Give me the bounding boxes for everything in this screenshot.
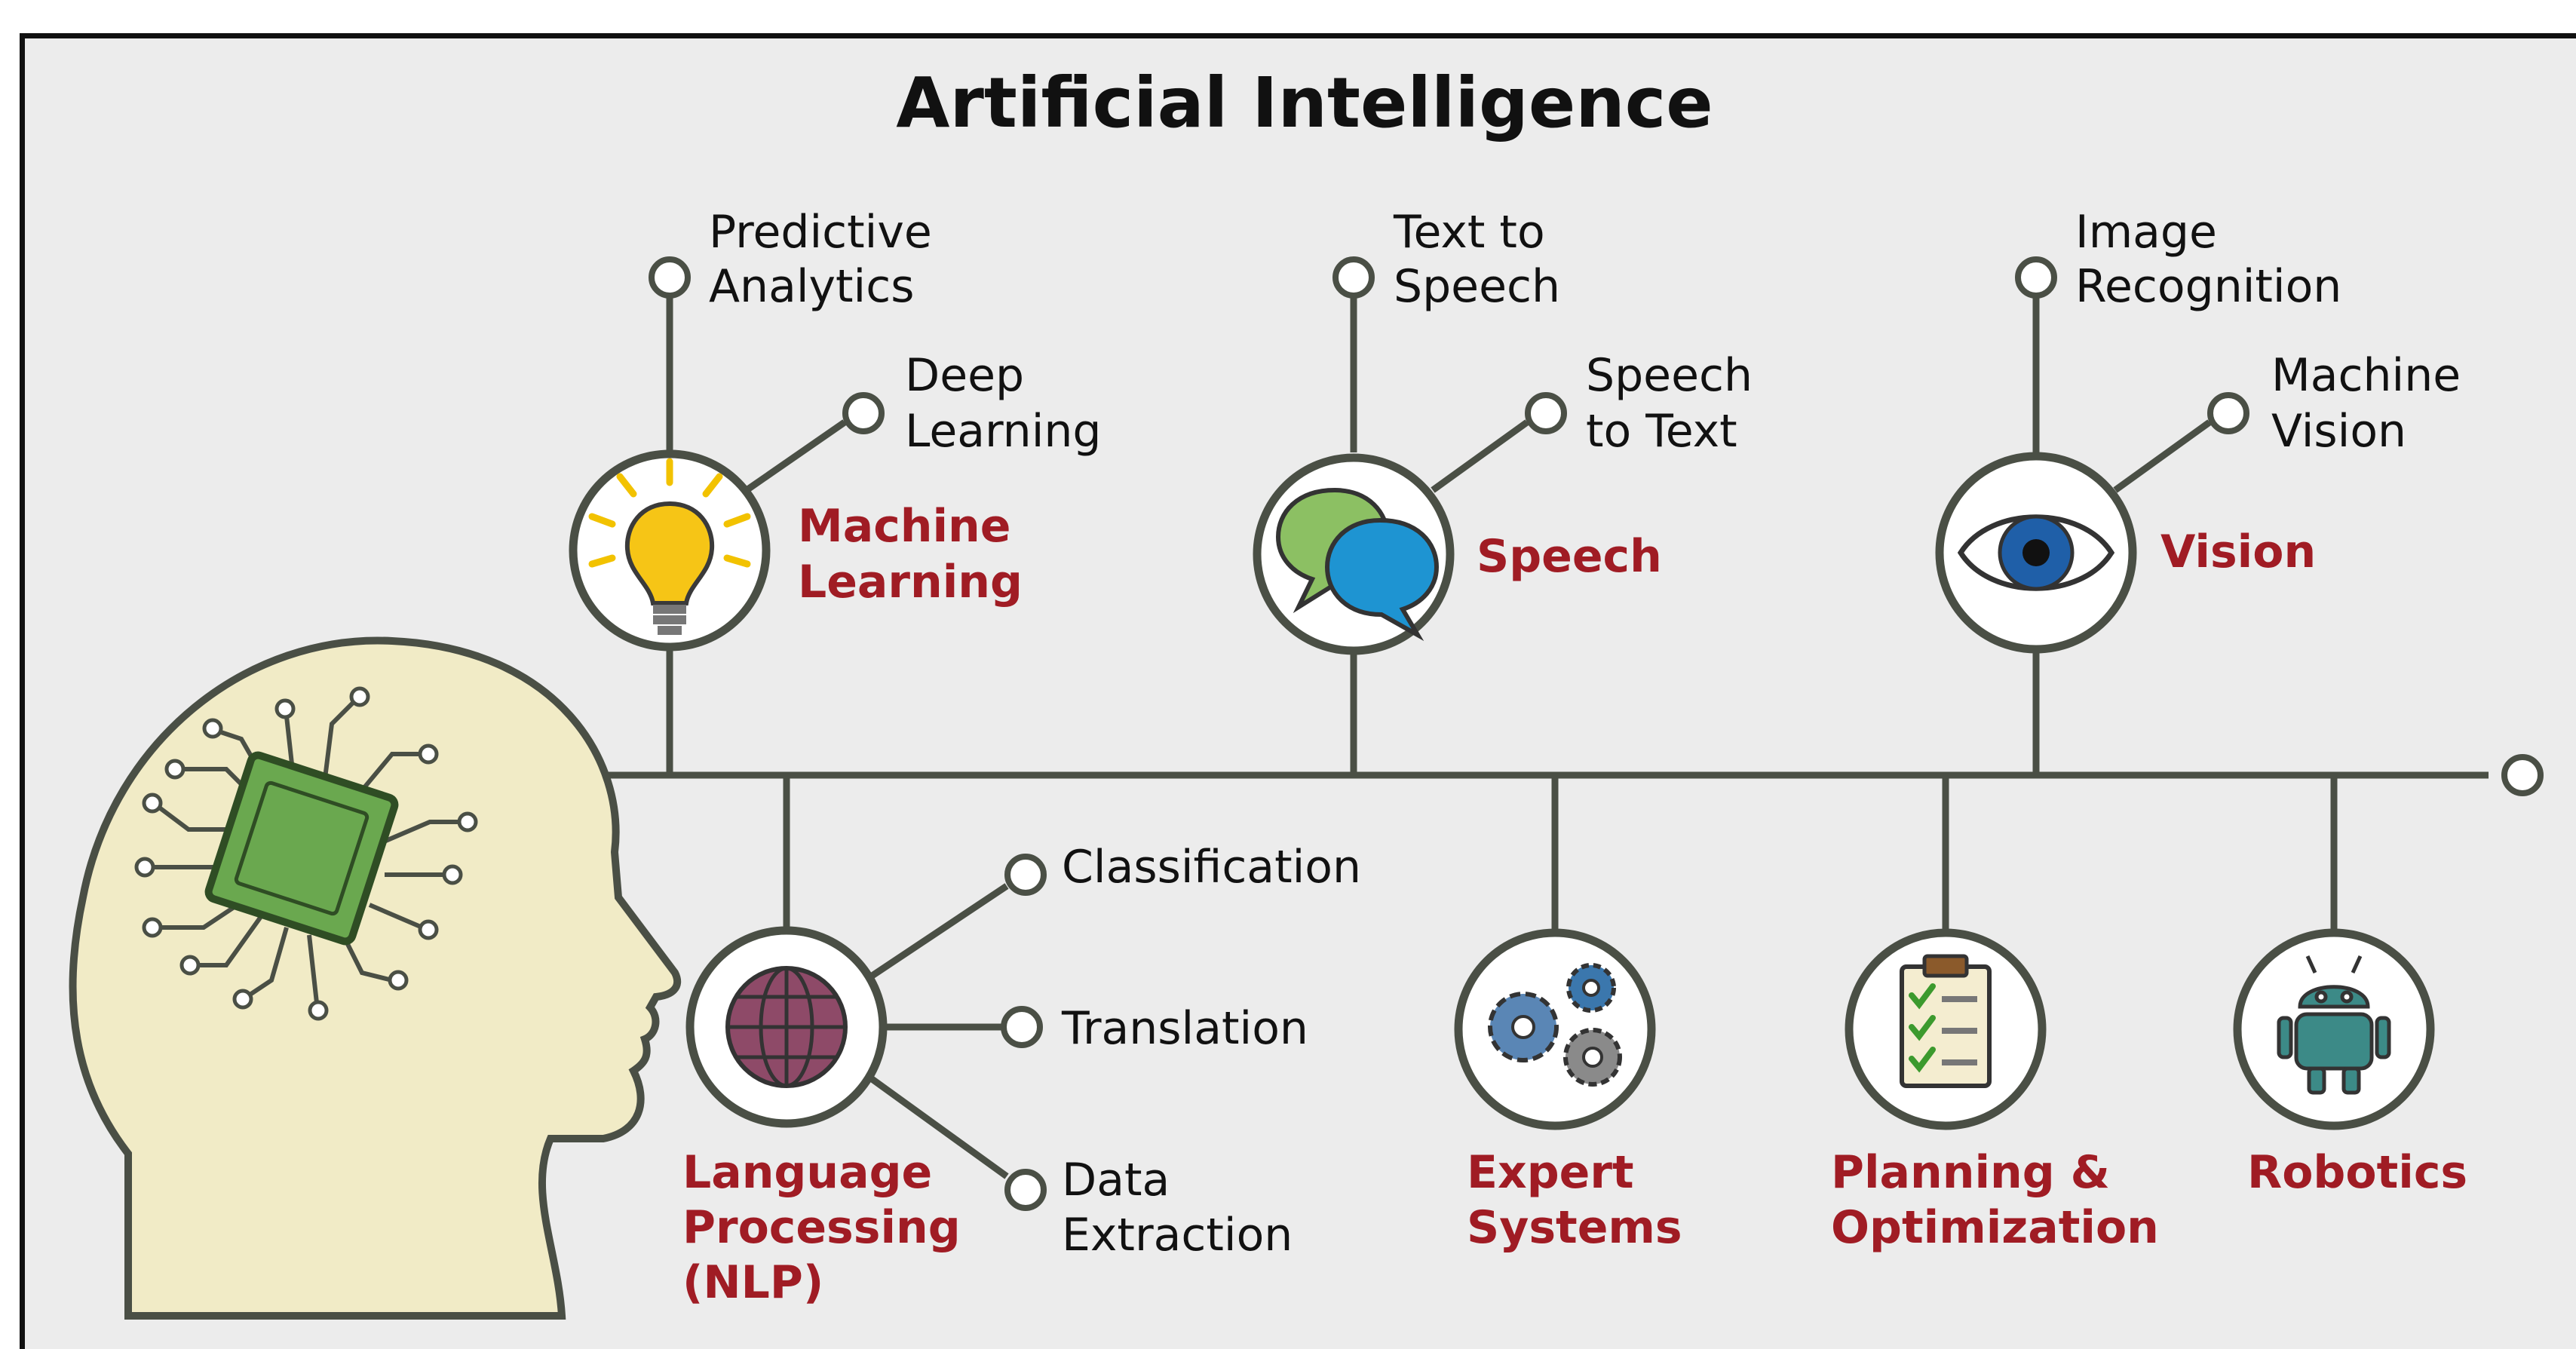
clipboard-checklist-icon [1900, 954, 1992, 1088]
leaf-text-to-speech-line-2: Speech [1394, 260, 1560, 313]
category-nlp: Language Processing (NLP) Classification… [682, 775, 1361, 1309]
leaf-predictive-analytics-line-1: Predictive [709, 206, 932, 259]
leaf-text-to-speech-line-1: Text to [1393, 206, 1545, 259]
leaf-node [1004, 1169, 1047, 1211]
leaf-deep-learning-line-2: Learning [905, 405, 1101, 458]
leaf-data-extraction-line-1: Data [1062, 1154, 1170, 1206]
robot-icon [2277, 955, 2391, 1095]
diagram-title: Artificial Intelligence [896, 63, 1713, 143]
leaf-node [1332, 256, 1375, 299]
leaf-node [1525, 392, 1567, 434]
leaf-node [2015, 256, 2057, 299]
planning-label-line-2: Optimization [1831, 1201, 2159, 1254]
machine-learning-label-line-1: Machine [798, 500, 1010, 553]
nlp-label-line-1: Language [682, 1146, 932, 1199]
category-speech: Speech Text to Speech Speech to Text [1253, 206, 1753, 775]
gears-icon [1488, 963, 1622, 1087]
speech-bubbles-icon [1275, 487, 1440, 642]
eye-icon [1957, 514, 2115, 591]
leaf-predictive-analytics-line-2: Analytics [709, 260, 914, 313]
category-machine-learning: Machine Learning Predictive Analytics De… [569, 206, 1101, 775]
vision-label: Vision [2160, 526, 2316, 578]
planning-label-line-1: Planning & [1831, 1146, 2110, 1199]
leaf-image-recognition-line-1: Image [2075, 206, 2217, 259]
leaf-image-recognition-line-2: Recognition [2075, 260, 2341, 313]
leaf-node [649, 256, 691, 299]
trunk-end-node [2501, 754, 2544, 796]
nlp-label-line-3: (NLP) [682, 1256, 823, 1309]
leaf-data-extraction-line-2: Extraction [1062, 1209, 1293, 1262]
leaf-node [842, 392, 885, 434]
expert-systems-label-line-2: Systems [1467, 1201, 1682, 1254]
globe-icon [725, 966, 848, 1088]
head-icon [69, 636, 682, 1320]
leaf-translation: Translation [1061, 1002, 1308, 1055]
leaf-classification: Classification [1062, 841, 1361, 894]
robotics-label: Robotics [2247, 1146, 2467, 1199]
category-vision: Vision Image Recognition Machine Vision [1935, 206, 2461, 775]
expert-systems-label-line-1: Expert [1467, 1146, 1634, 1199]
leaf-speech-to-text-line-2: to Text [1586, 405, 1737, 458]
machine-learning-label-line-2: Learning [798, 556, 1023, 609]
category-robotics: Robotics [2233, 775, 2467, 1199]
leaf-machine-vision-line-2: Vision [2271, 405, 2406, 458]
speech-label: Speech [1477, 530, 1662, 583]
leaf-speech-to-text-line-1: Speech [1586, 349, 1753, 402]
leaf-node [1004, 854, 1047, 896]
chip-icon [204, 751, 399, 946]
leaf-machine-vision-line-1: Machine [2271, 349, 2461, 402]
leaf-deep-learning-line-1: Deep [905, 349, 1024, 402]
category-planning-optimization: Planning & Optimization [1831, 775, 2159, 1254]
leaf-node [1001, 1006, 1043, 1048]
lightbulb-icon [588, 458, 751, 635]
category-expert-systems: Expert Systems [1454, 775, 1682, 1254]
leaf-node [2207, 392, 2249, 434]
nlp-label-line-2: Processing [682, 1201, 961, 1254]
